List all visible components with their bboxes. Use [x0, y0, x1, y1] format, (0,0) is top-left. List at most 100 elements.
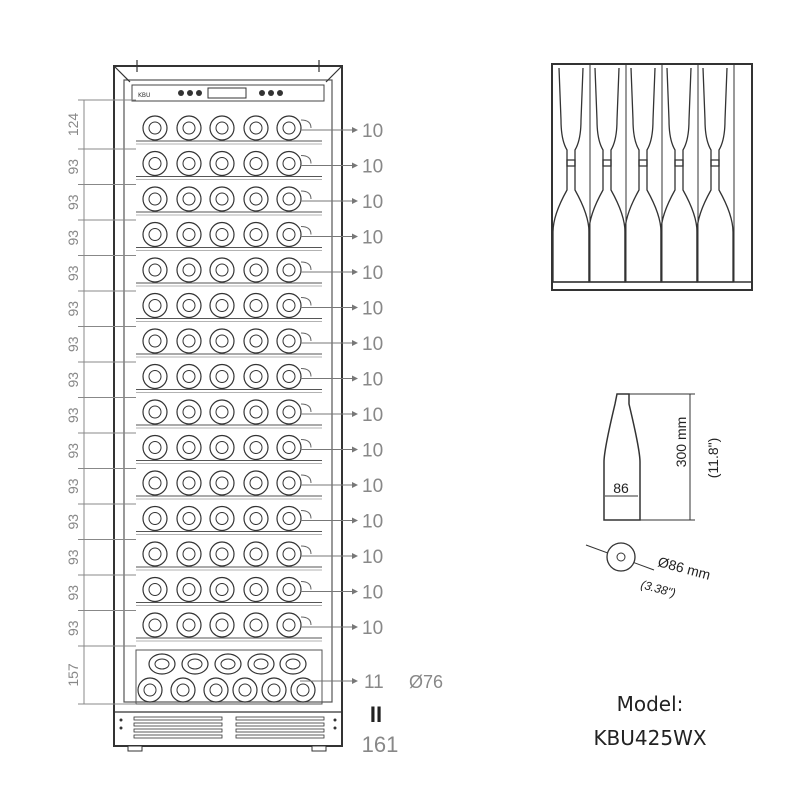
arrow-icon — [352, 553, 358, 559]
bottle-end-icon — [176, 576, 202, 603]
shelf-row — [136, 186, 322, 216]
bottle-neck-icon — [215, 334, 229, 348]
bottle-end-icon — [142, 470, 168, 496]
bottle-end-icon — [232, 677, 258, 703]
bottle-neck-icon — [215, 441, 229, 454]
bottle-end-icon — [176, 150, 202, 177]
bottle-end-icon — [176, 399, 202, 425]
shelf-spacing-label: 93 — [65, 620, 81, 636]
bottle-end-icon — [243, 115, 269, 141]
shelf-row — [136, 328, 322, 358]
arrow-icon — [352, 375, 358, 382]
bottle-neck-icon — [182, 192, 196, 206]
bottle-end-icon — [176, 221, 202, 248]
bottle-end-icon — [170, 677, 196, 703]
bottle-end-icon — [209, 186, 235, 212]
bottle-end-icon — [209, 363, 235, 390]
bottle-end-icon — [247, 653, 275, 675]
bottle-neck-icon — [148, 547, 162, 561]
shelf-spacing-label: 93 — [65, 407, 81, 423]
bottle-partial-icon — [300, 332, 312, 342]
bottle-neck-icon — [148, 121, 162, 135]
bottle-end-icon — [209, 292, 235, 319]
lower-bottle-icon — [588, 159, 626, 283]
bottle-end-icon — [209, 399, 235, 425]
shelf-capacity: 10 — [362, 299, 383, 320]
bottle-end-icon — [279, 653, 307, 675]
bottle-neck-icon — [267, 683, 281, 697]
model-label: Model: — [616, 692, 684, 716]
temperature-display — [207, 87, 247, 99]
shelf-row — [136, 115, 322, 145]
bottle-end-icon — [176, 541, 202, 567]
bottle-neck-icon — [148, 228, 162, 241]
bottle-neck-icon — [148, 512, 162, 525]
bottle-neck-icon — [182, 547, 196, 561]
bottle-neck-icon — [215, 299, 229, 312]
bottle-icon — [603, 393, 641, 521]
bottle-neck-icon — [249, 618, 263, 632]
bottle-end-icon — [176, 470, 202, 496]
bottle-end-icon — [276, 399, 302, 425]
vent-slot — [133, 734, 223, 739]
bottle-end-icon — [142, 505, 168, 532]
bottom-bottle-zone: 11 — [135, 649, 384, 705]
model-name: KBU425WX — [593, 726, 707, 750]
bottle-neck-icon — [182, 441, 196, 454]
bottle-end-icon — [142, 257, 168, 283]
vent-slot — [235, 734, 325, 739]
bottle-end-icon — [243, 292, 269, 319]
bottle-neck-icon — [249, 157, 263, 170]
bottle-neck-icon — [249, 263, 263, 277]
shelf-row — [136, 612, 322, 642]
arrow-icon — [352, 411, 358, 417]
bottle-height-in: (11.8") — [705, 438, 721, 479]
bottle-neck-icon — [249, 547, 263, 561]
bottle-end-icon — [181, 653, 209, 675]
panel-button-icon — [196, 90, 202, 96]
shelf-capacity: 10 — [362, 192, 383, 213]
bottle-neck-icon — [148, 157, 162, 170]
bottle-partial-icon — [300, 368, 312, 377]
bottle-neck-icon — [182, 405, 196, 419]
bottle-partial-icon — [300, 226, 312, 235]
bottle-partial-icon — [300, 510, 312, 519]
bottle-end-icon — [209, 612, 235, 638]
lower-bottle-icon — [696, 159, 734, 283]
bottle-neck-icon — [238, 683, 252, 697]
bottle-neck-icon — [249, 192, 263, 206]
bottle-diameter-mm: Ø86 mm — [656, 553, 712, 582]
shelves — [136, 115, 322, 642]
upper-bottle-icon — [666, 67, 692, 167]
bottle-end-icon — [243, 541, 269, 567]
shelf-row — [136, 434, 322, 464]
bottle-neck-icon — [182, 476, 196, 490]
bottle-neck-icon — [249, 512, 263, 525]
bottle-end-icon — [243, 150, 269, 177]
arrow-icon — [352, 304, 358, 311]
bottle-end-icon — [276, 257, 302, 283]
bottle-width-label: 86 — [613, 480, 629, 496]
bottle-end-icon — [176, 115, 202, 141]
bottle-neck-icon — [282, 441, 296, 454]
bottle-end-icon — [176, 186, 202, 212]
bottle-partial-icon — [300, 297, 312, 306]
bottle-end-icon — [276, 328, 302, 354]
bottle-neck-icon — [148, 476, 162, 490]
bottle-neck-icon — [220, 658, 236, 670]
shelf-spacing-label: 93 — [65, 159, 81, 175]
bottle-partial-icon — [300, 581, 312, 590]
bottle-neck-icon — [148, 405, 162, 419]
bottle-neck-icon — [182, 583, 196, 596]
shelf-capacity: 10 — [362, 121, 383, 142]
bottle-end-icon — [209, 470, 235, 496]
arrow-icon — [352, 482, 358, 488]
lower-bottle-icon — [552, 159, 590, 283]
panel-button-icon — [187, 90, 193, 96]
shelf-spacing-label: 93 — [65, 301, 81, 317]
bottle-base-icon — [606, 542, 636, 572]
bottle-end-icon — [276, 576, 302, 603]
arrow-icon — [352, 269, 358, 275]
bottle-neck-icon — [282, 405, 296, 419]
